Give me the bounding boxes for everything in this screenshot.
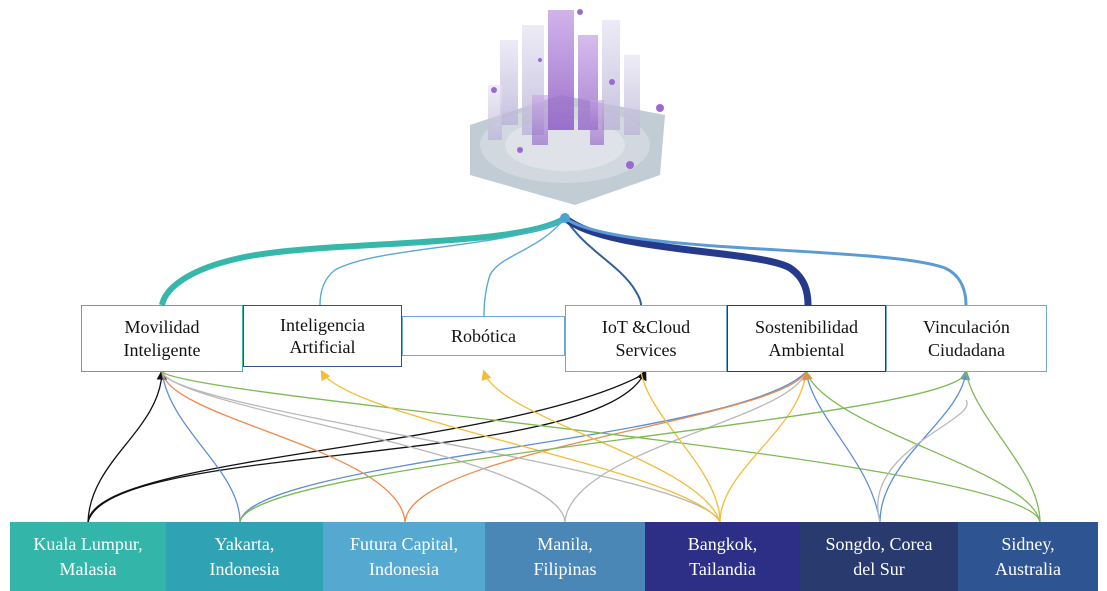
category-iot-cloud-services: IoT &Cloud Services [565, 305, 727, 372]
category-robotica: Robótica [402, 316, 565, 356]
hub-links [159, 215, 968, 317]
city-links [87, 369, 1041, 523]
smart-city-illustration [470, 9, 665, 205]
city-futura-capital: Futura Capital, Indonesia [323, 522, 485, 591]
category-movilidad-inteligente: Movilidad Inteligente [81, 305, 243, 372]
city-manila: Manila, Filipinas [485, 522, 645, 591]
category-sostenibilidad-ambiental: Sostenibilidad Ambiental [727, 305, 886, 372]
city-songdo: Songdo, Corea del Sur [800, 522, 958, 591]
city-bangkok: Bangkok, Tailandia [645, 522, 800, 591]
hub-node [560, 213, 570, 223]
category-vinculacion-ciudadana: Vinculación Ciudadana [886, 305, 1047, 372]
category-inteligencia-artificial: Inteligencia Artificial [243, 305, 402, 367]
city-kuala-lumpur: Kuala Lumpur, Malasia [10, 522, 166, 591]
city-yakarta: Yakarta, Indonesia [166, 522, 323, 591]
city-sidney: Sidney, Australia [958, 522, 1098, 591]
